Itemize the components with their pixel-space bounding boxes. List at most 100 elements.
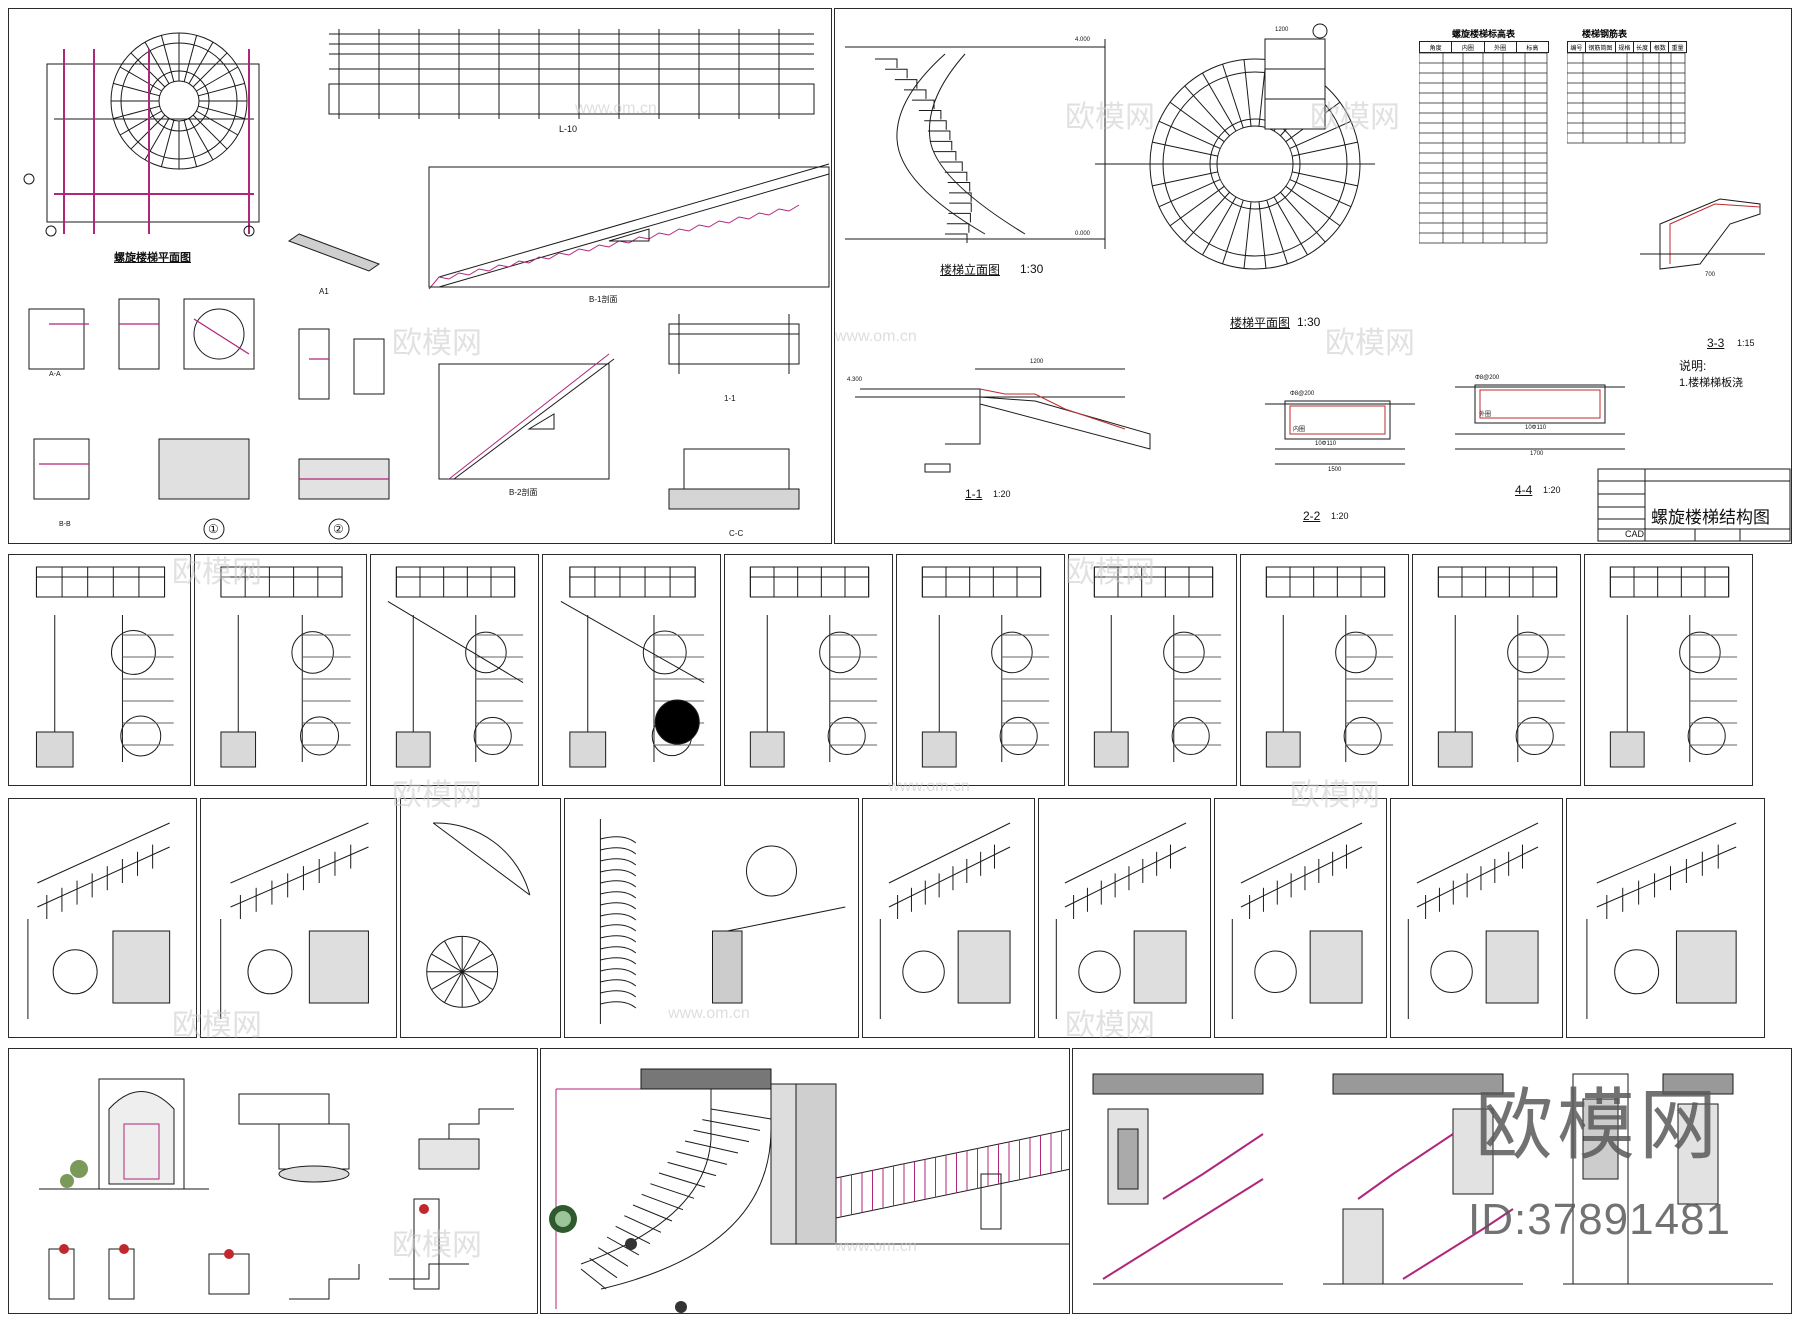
stair-plan-scale: 1:30 xyxy=(1297,315,1321,329)
panel-r4c-drawing xyxy=(1092,1073,1773,1285)
table-row: 编号 钢筋简图 规格 长度 根数 重量 xyxy=(1567,41,1687,53)
note-title: 说明: xyxy=(1679,359,1707,373)
railing-detail-drawing xyxy=(220,822,369,1019)
rebar-outer: 外圈 xyxy=(1479,412,1492,418)
railing-detail-drawing xyxy=(1265,566,1394,768)
railing-detail-drawing xyxy=(560,566,705,768)
railing-detail-sheet xyxy=(8,798,197,1038)
label-aa: A-A xyxy=(49,371,61,378)
title-block-name: 螺旋楼梯结构图 xyxy=(1651,508,1770,527)
rebar-inner: 内圈 xyxy=(1293,427,1306,433)
table-header: 标高 xyxy=(1515,41,1550,53)
railing-detail-drawing xyxy=(1093,566,1222,768)
table-header: 规格 xyxy=(1614,41,1634,53)
label-a1: A1 xyxy=(319,287,329,296)
section-3-3-title: 3-3 xyxy=(1707,336,1725,350)
section-1-1-title: 1-1 xyxy=(965,487,983,501)
elevation-title: 楼梯立面图 xyxy=(940,263,1001,277)
railing-detail-drawing xyxy=(599,819,846,1024)
railing-detail-drawing xyxy=(1231,822,1363,1019)
level-bottom: 0.000 xyxy=(1075,231,1091,237)
label-b1: B-1剖面 xyxy=(589,295,618,304)
railing-detail-drawing xyxy=(921,566,1050,768)
dim-4-4: 1700 xyxy=(1530,451,1544,457)
stair-plan-title: 楼梯平面图 xyxy=(1230,316,1291,330)
dim-1200: 1200 xyxy=(1275,27,1289,33)
railing-detail-drawing xyxy=(1437,566,1566,768)
railing-detail-sheet xyxy=(1584,554,1753,786)
table1-title: 螺旋楼梯标高表 xyxy=(1452,29,1516,39)
section-4-4-title: 4-4 xyxy=(1515,483,1533,497)
railing-detail-sheet xyxy=(862,798,1035,1038)
railing-detail-sheet xyxy=(896,554,1065,786)
railing-detail-drawing xyxy=(1586,822,1737,1019)
panel-a-drawing xyxy=(23,29,830,540)
label-detail-2: ② xyxy=(333,522,344,536)
railing-detail-sheet xyxy=(1566,798,1765,1038)
panel-classical-stair-details xyxy=(8,1048,538,1314)
table-header: 内圈 xyxy=(1451,41,1485,53)
railing-detail-sheet xyxy=(400,798,561,1038)
railing-detail-drawing xyxy=(879,822,1011,1019)
table-header: 编号 xyxy=(1567,41,1586,53)
table-header: 外圈 xyxy=(1483,41,1517,53)
section-2-2-scale: 1:20 xyxy=(1331,511,1349,521)
panel-curved-stair-plan xyxy=(540,1048,1070,1314)
railing-detail-sheet xyxy=(194,554,367,786)
brand-id-watermark: ID:37891481 xyxy=(1468,1195,1731,1244)
railing-detail-drawing xyxy=(27,822,171,1019)
elevation-scale: 1:30 xyxy=(1020,262,1044,276)
railing-detail-sheet xyxy=(1038,798,1211,1038)
railing-detail-drawing xyxy=(220,566,351,768)
railing-detail-sheet xyxy=(1240,554,1409,786)
table2-title: 楼梯钢筋表 xyxy=(1582,29,1628,39)
table-header: 钢筋简图 xyxy=(1584,41,1616,53)
railing-detail-drawing xyxy=(387,566,524,768)
railing-detail-drawing xyxy=(749,566,878,768)
elevation-table-grid xyxy=(1419,53,1548,244)
railing-detail-sheet xyxy=(1068,554,1237,786)
table-header: 长度 xyxy=(1632,41,1652,53)
elevation-table: 角度 内圈 外圈 标高 xyxy=(1418,41,1550,53)
section-2-2-title: 2-2 xyxy=(1303,509,1321,523)
railing-detail-drawing xyxy=(1055,822,1187,1019)
label-1-1: 1-1 xyxy=(724,394,736,403)
label-b2: B-2剖面 xyxy=(509,488,538,497)
dim-700: 700 xyxy=(1705,272,1716,278)
title-block-cad: CAD xyxy=(1625,529,1645,539)
panel-spiral-structure-details: 螺旋楼梯平面图 L-10 B-1剖面 A1 B-2剖面 1-1 C-C A-A … xyxy=(8,8,832,544)
note-text: 1.楼梯梯板浇 xyxy=(1679,377,1744,389)
railing-detail-sheet xyxy=(564,798,859,1038)
section-1-1-scale: 1:20 xyxy=(993,489,1011,499)
rebar-2-2b: 10Φ110 xyxy=(1315,441,1337,447)
table-header: 重量 xyxy=(1668,41,1687,53)
railing-detail-drawing xyxy=(1609,566,1738,768)
rebar-table: 编号 钢筋简图 规格 长度 根数 重量 xyxy=(1567,41,1687,53)
rebar-4-4b: 10Φ110 xyxy=(1525,425,1547,431)
label-detail-1: ① xyxy=(208,522,219,536)
label-cc: C-C xyxy=(729,529,744,538)
level-top: 4.000 xyxy=(1075,37,1091,43)
spiral-plan-title: 螺旋楼梯平面图 xyxy=(114,252,191,264)
railing-detail-drawing xyxy=(1407,822,1539,1019)
panel-r4a-drawing xyxy=(39,1078,514,1300)
panel-spiral-stair-structure: 楼梯立面图 1:30 4.000 0.000 楼梯平面图 1:30 1200 螺… xyxy=(834,8,1792,544)
dim-1200b: 1200 xyxy=(1030,359,1044,365)
brand-watermark: 欧模网 xyxy=(1474,1081,1721,1171)
level-4300: 4.300 xyxy=(847,377,863,383)
panel-b-drawing xyxy=(845,23,1791,542)
label-bb: B-B xyxy=(59,521,71,528)
label-l10: L-10 xyxy=(559,124,578,134)
table-header: 角度 xyxy=(1418,41,1453,53)
railing-detail-drawing xyxy=(426,822,531,1008)
railing-detail-sheet xyxy=(1412,554,1581,786)
railing-detail-drawing xyxy=(35,566,174,768)
table-row: 角度 内圈 外圈 标高 xyxy=(1418,41,1550,53)
railing-detail-sheet xyxy=(1390,798,1563,1038)
railing-detail-sheet xyxy=(200,798,397,1038)
railing-detail-sheet xyxy=(1214,798,1387,1038)
rebar-2-2a: Φ8@200 xyxy=(1290,391,1315,397)
railing-detail-sheet xyxy=(8,554,191,786)
rebar-table-grid xyxy=(1567,53,1686,144)
railing-detail-sheet xyxy=(542,554,721,786)
